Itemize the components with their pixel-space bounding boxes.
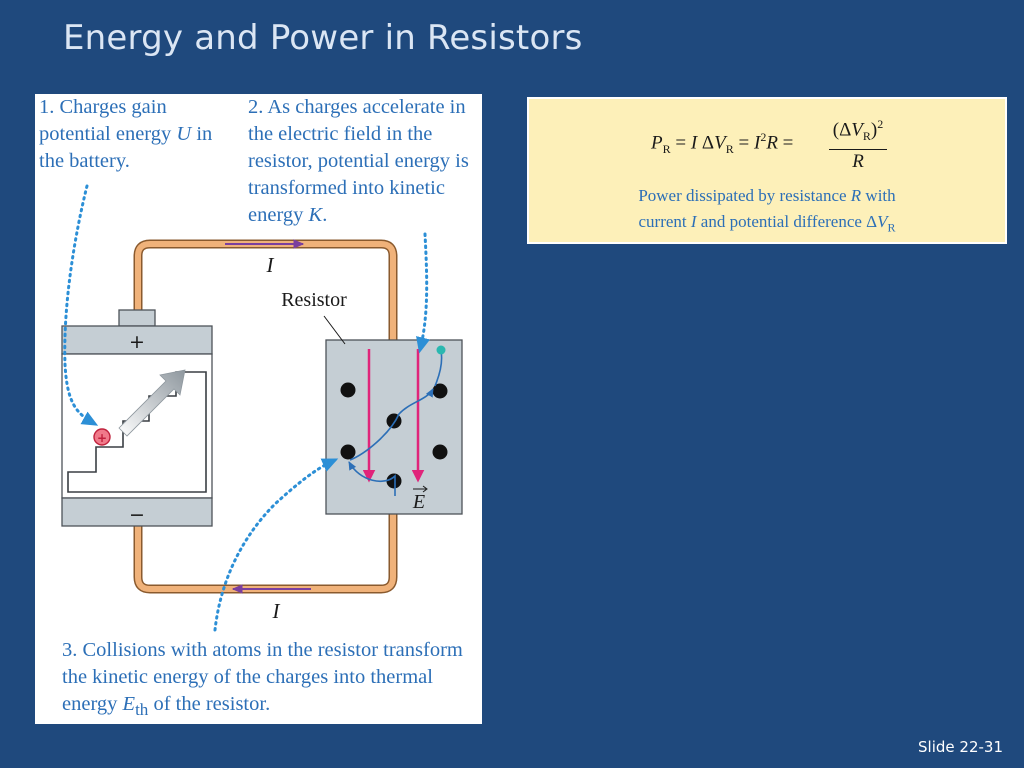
atom — [432, 444, 448, 460]
field-label: E — [412, 491, 425, 513]
positive-charge — [93, 428, 111, 446]
charge-path-middle — [349, 388, 434, 461]
formula-caption: Power dissipated by resistance R with cu… — [529, 183, 1005, 240]
callout-arrow-3 — [213, 458, 339, 632]
current-label-top: I — [266, 253, 275, 277]
field-vector-head — [422, 485, 428, 493]
circuit-diagram: I I + + − — [61, 184, 463, 632]
atom — [386, 413, 402, 429]
formula-lhs: PR = I ΔVR = I2R = — [651, 130, 794, 157]
atom — [340, 382, 356, 398]
atom — [386, 473, 402, 489]
atom — [340, 444, 356, 460]
formula-caption-line-1: Power dissipated by resistance R with — [638, 186, 896, 205]
callout-arrow-2 — [416, 232, 431, 354]
caption-1: 1. Charges gain potential energy U in th… — [39, 96, 213, 172]
formula-fraction: (ΔVR)2 R — [829, 113, 887, 174]
potential-staircase — [67, 371, 207, 493]
caption-3: 3. Collisions with atoms in the resistor… — [62, 639, 463, 720]
battery-plus-terminal: + — [129, 331, 145, 353]
atom — [432, 383, 448, 399]
slide-number: Slide 22-31 — [918, 738, 1003, 756]
caption-2: 2. As charges accelerate in the electric… — [248, 96, 469, 226]
callout-arrow-1 — [63, 184, 99, 426]
battery: + — [61, 309, 213, 527]
charge-path-lower — [348, 461, 396, 496]
circuit-figure: I I + + − — [35, 94, 482, 724]
charge-start-dot — [436, 345, 446, 355]
energy-up-arrow — [118, 369, 186, 437]
current-label-bottom: I — [272, 599, 281, 623]
fraction-denominator: R — [852, 151, 864, 173]
resistor: E — [323, 315, 463, 515]
fraction-numerator: (ΔVR)2 — [829, 113, 887, 151]
slide-title: Energy and Power in Resistors — [63, 18, 583, 58]
resistor-leader-line — [323, 315, 346, 345]
formula-box: PR = I ΔVR = I2R = (ΔVR)2 R Power dissip… — [527, 97, 1007, 244]
positive-charge-sign: + — [97, 431, 107, 445]
resistor-label: Resistor — [281, 289, 347, 311]
formula-caption-line-2: current I and potential difference ΔVR — [638, 212, 896, 235]
battery-minus-terminal: − — [129, 504, 145, 526]
